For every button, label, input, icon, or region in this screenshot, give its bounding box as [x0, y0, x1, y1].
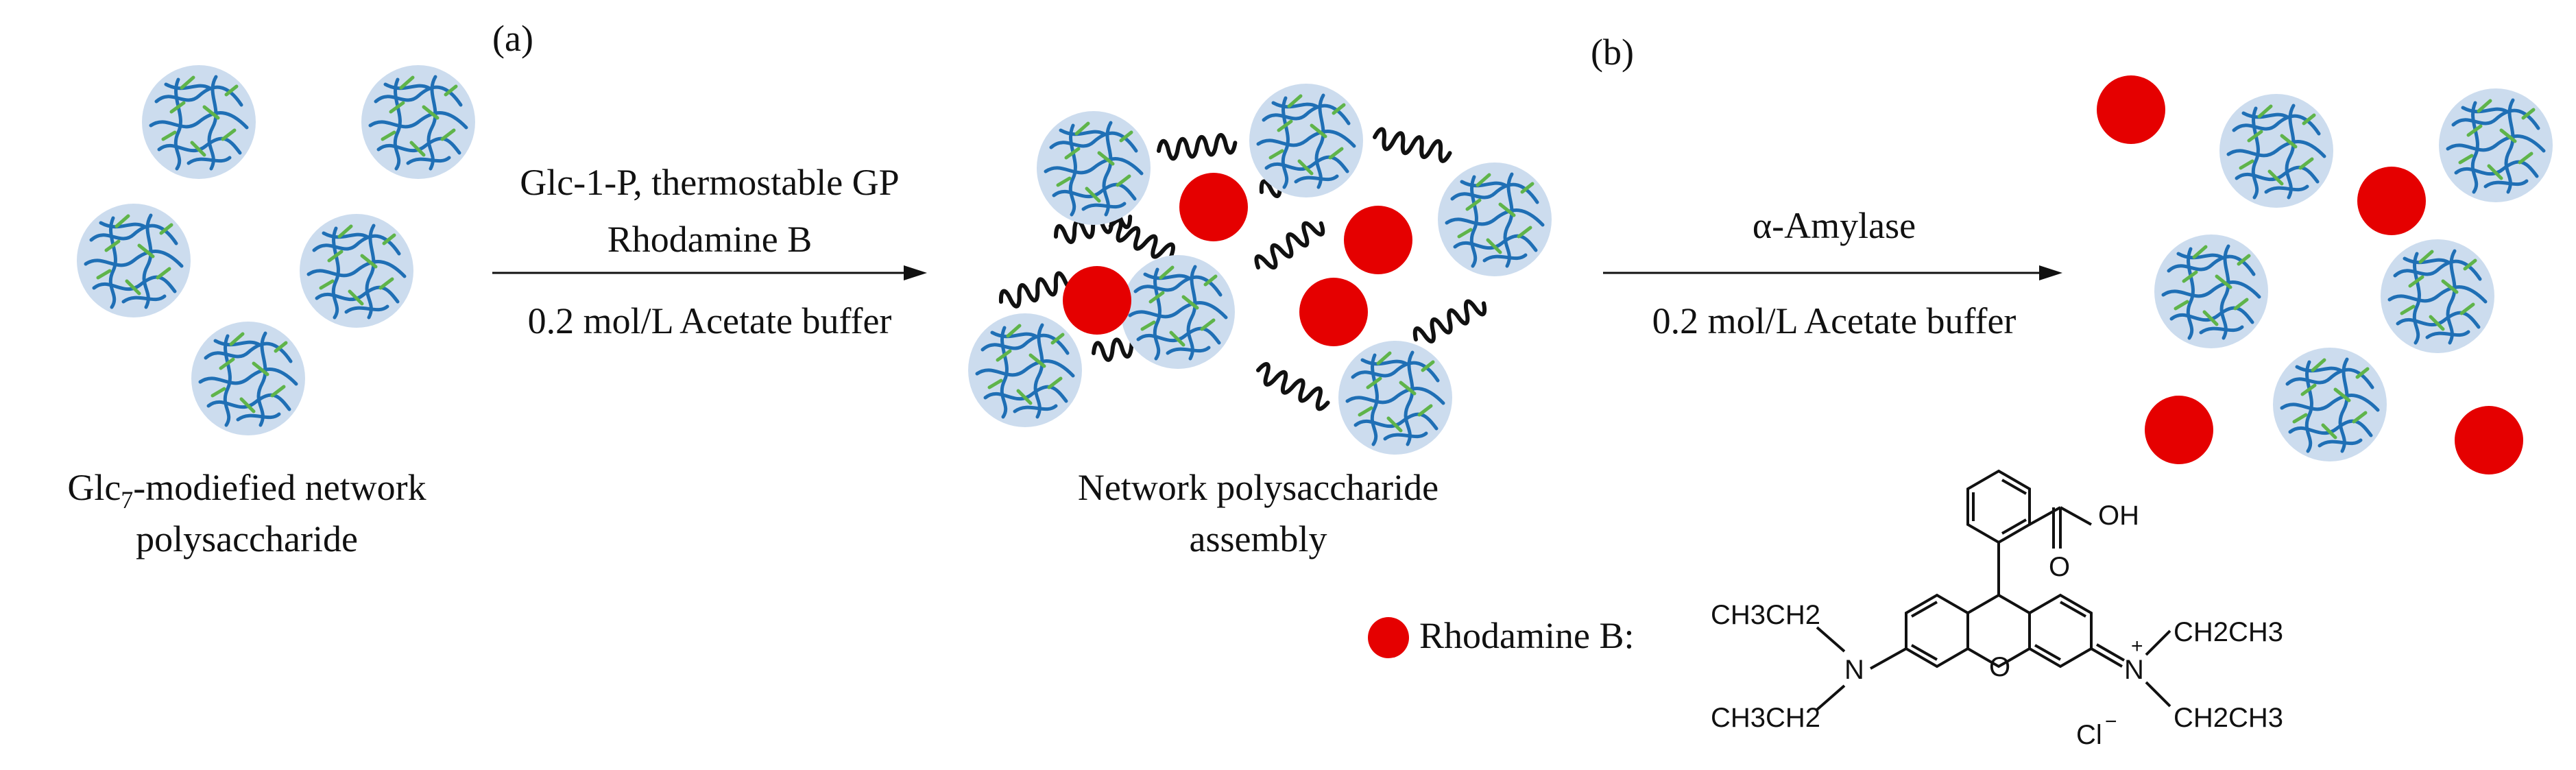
hydroxyl-label: OH — [2098, 501, 2139, 531]
network-polysaccharide-particle — [1438, 163, 1552, 276]
network-polysaccharide-particle — [1249, 84, 1363, 197]
start-material-label: Glc7-modiefied network — [67, 467, 426, 514]
negative-charge-label: − — [2105, 710, 2117, 733]
rhodamine-b-dot — [1344, 206, 1412, 274]
rhodamine-b-dot — [2145, 396, 2213, 464]
positive-charge-label: + — [2131, 635, 2143, 658]
network-polysaccharide-particle — [2154, 234, 2268, 348]
arrow-step-a — [492, 265, 927, 280]
rhodamine-b-dot — [2097, 75, 2165, 144]
legend-rhodamine-dot — [1368, 617, 1409, 658]
network-polysaccharide-assembly — [968, 84, 1552, 455]
step-b-enzyme: α-Amylase — [1752, 205, 1916, 246]
step-b-buffer: 0.2 mol/L Acetate buffer — [1652, 300, 2017, 341]
rhodamine-b-dot — [1063, 266, 1131, 335]
network-polysaccharide-particle — [1121, 255, 1235, 369]
dispersed-network-polysaccharides — [77, 65, 475, 435]
amylose-chain — [1253, 216, 1326, 275]
ethyl-bottom-right-label: CH2CH3 — [2174, 703, 2283, 733]
network-polysaccharide-particle — [2381, 239, 2494, 353]
amine-nitrogen-label: N — [1844, 655, 1864, 685]
ring-oxygen-label: O — [1989, 652, 2010, 682]
released-state — [2097, 75, 2553, 474]
network-polysaccharide-particle — [361, 65, 475, 179]
network-polysaccharide-particle — [968, 313, 1082, 427]
start-material-label-line2: polysaccharide — [136, 518, 358, 560]
amylose-chain — [1373, 128, 1452, 163]
rhodamine-b-dot — [2357, 167, 2426, 235]
network-polysaccharide-particle — [2439, 88, 2553, 202]
network-polysaccharide-particle — [191, 322, 305, 435]
structure-labels: OH O O N N + Cl − CH3CH2 CH3CH2 CH2CH3 C… — [1711, 501, 2283, 750]
amylose-chain — [1158, 134, 1236, 160]
ethyl-bottom-left-label: CH3CH2 — [1711, 703, 1820, 733]
iminium-nitrogen-label: N — [2124, 655, 2144, 685]
network-polysaccharide-particle — [77, 204, 191, 317]
assembly-label: Network polysaccharide — [1077, 467, 1439, 508]
ethyl-top-right-label: CH2CH3 — [2174, 617, 2283, 647]
network-polysaccharide-particle — [1037, 111, 1151, 225]
legend-label: Rhodamine B: — [1419, 615, 1635, 656]
assembly-label-line2: assembly — [1189, 518, 1327, 560]
network-polysaccharide-particle — [2219, 94, 2333, 208]
network-polysaccharide-particle — [142, 65, 256, 179]
step-a-reagents: Glc-1-P, thermostable GP — [520, 162, 900, 203]
carbonyl-oxygen-label: O — [2049, 552, 2070, 582]
network-polysaccharide-particle — [1338, 341, 1452, 455]
arrow-step-b — [1603, 265, 2062, 280]
panel-label-a: (a) — [492, 18, 533, 59]
panel-label-b: (b) — [1591, 32, 1634, 73]
rhodamine-b-dot — [2455, 406, 2523, 474]
network-polysaccharide-particle — [300, 214, 413, 328]
amylose-chain — [1412, 295, 1489, 347]
rhodamine-b-dot — [1179, 173, 1248, 241]
step-a-dye: Rhodamine B — [607, 219, 812, 260]
ethyl-top-left-label: CH3CH2 — [1711, 600, 1820, 630]
step-a-buffer: 0.2 mol/L Acetate buffer — [527, 300, 892, 341]
chloride-label: Cl — [2076, 720, 2102, 750]
rhodamine-b-structure — [1816, 469, 2171, 711]
rhodamine-b-dot — [1299, 278, 1368, 346]
amylose-chain — [1254, 362, 1332, 411]
network-polysaccharide-particle — [2273, 348, 2387, 461]
